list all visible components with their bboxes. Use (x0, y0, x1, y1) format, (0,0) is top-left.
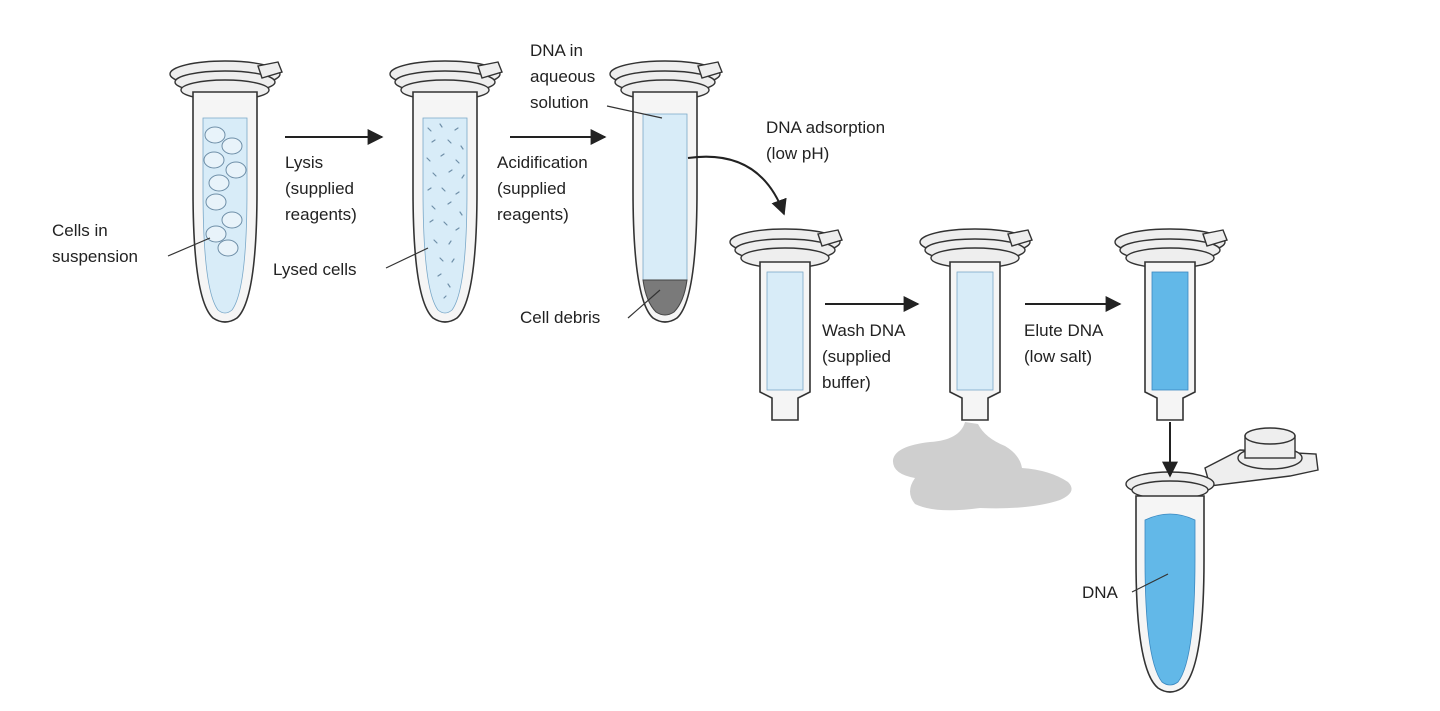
collection-tube-dna (1125, 427, 1319, 693)
leader-cells (167, 237, 211, 257)
label-cell-debris: Cell debris (520, 308, 600, 327)
leader-aqueous (606, 105, 663, 119)
label-adsorption-2: (low pH) (766, 144, 829, 163)
waste-puddle (892, 422, 1072, 511)
label-adsorption-1: DNA adsorption (766, 118, 885, 137)
tube-aqueous-dna (609, 60, 723, 323)
tube-cells-suspension (169, 60, 283, 323)
label-dna-aqueous-2: aqueous (530, 67, 595, 86)
label-lysis-2: (supplied (285, 179, 354, 198)
label-wash-2: (supplied (822, 347, 891, 366)
spin-column-adsorption (729, 228, 843, 421)
leader-debris (627, 289, 661, 319)
label-lysis-3: reagents) (285, 205, 357, 224)
label-lysed-cells: Lysed cells (273, 260, 356, 279)
label-dna-aqueous-3: solution (530, 93, 589, 112)
label-elute-1: Elute DNA (1024, 321, 1104, 340)
label-cells-in-1: Cells in (52, 221, 108, 240)
arrow-adsorption (687, 155, 787, 216)
label-acidification-2: (supplied (497, 179, 566, 198)
label-dna: DNA (1082, 583, 1119, 602)
spin-column-wash (892, 228, 1072, 511)
label-lysis-1: Lysis (285, 153, 323, 172)
label-wash-3: buffer) (822, 373, 871, 392)
leader-dna (1131, 573, 1169, 593)
label-wash-1: Wash DNA (822, 321, 906, 340)
collection-tube-lid (1204, 427, 1319, 487)
tube-lysed-cells (389, 60, 503, 323)
cell-debris-pellet (642, 279, 688, 316)
cells (203, 126, 247, 257)
label-dna-aqueous-1: DNA in (530, 41, 583, 60)
label-acidification-1: Acidification (497, 153, 588, 172)
lysed-debris-specks (426, 123, 465, 299)
label-acidification-3: reagents) (497, 205, 569, 224)
label-elute-2: (low salt) (1024, 347, 1092, 366)
leader-lysed (385, 247, 429, 269)
tube-cap-1 (169, 60, 283, 101)
label-cells-in-2: suspension (52, 247, 138, 266)
spin-column-elute (1114, 228, 1228, 421)
